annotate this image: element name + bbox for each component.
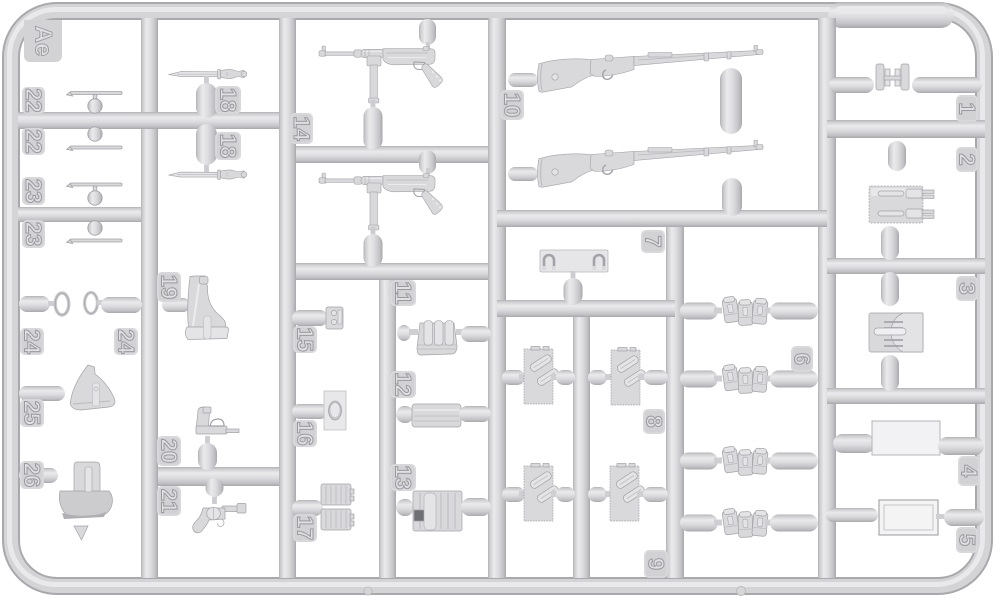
svg-text:10: 10	[500, 93, 525, 117]
svg-text:23: 23	[21, 222, 46, 246]
svg-text:18: 18	[216, 88, 241, 112]
svg-text:14: 14	[289, 116, 314, 141]
svg-text:15: 15	[293, 327, 318, 351]
svg-text:3: 3	[955, 282, 980, 294]
svg-text:4: 4	[957, 465, 982, 478]
svg-text:19: 19	[157, 275, 182, 299]
svg-text:26: 26	[20, 463, 45, 487]
svg-text:24: 24	[114, 329, 139, 354]
svg-text:18: 18	[216, 134, 241, 158]
svg-text:6: 6	[790, 353, 815, 365]
svg-text:22: 22	[21, 129, 46, 153]
svg-text:21: 21	[157, 489, 182, 513]
svg-text:11: 11	[391, 281, 416, 304]
svg-text:Ae: Ae	[30, 26, 57, 57]
svg-text:13: 13	[391, 465, 416, 489]
svg-text:23: 23	[21, 179, 46, 203]
svg-text:7: 7	[641, 235, 666, 247]
svg-text:5: 5	[955, 534, 980, 546]
svg-text:16: 16	[293, 421, 318, 445]
svg-text:1: 1	[955, 102, 980, 114]
svg-text:12: 12	[391, 372, 416, 396]
svg-text:9: 9	[644, 558, 669, 570]
svg-text:20: 20	[157, 439, 182, 463]
svg-text:24: 24	[20, 329, 45, 354]
svg-text:25: 25	[20, 401, 45, 425]
svg-text:2: 2	[955, 153, 980, 165]
svg-text:22: 22	[21, 88, 46, 112]
svg-text:17: 17	[293, 516, 318, 540]
svg-text:8: 8	[642, 415, 667, 427]
